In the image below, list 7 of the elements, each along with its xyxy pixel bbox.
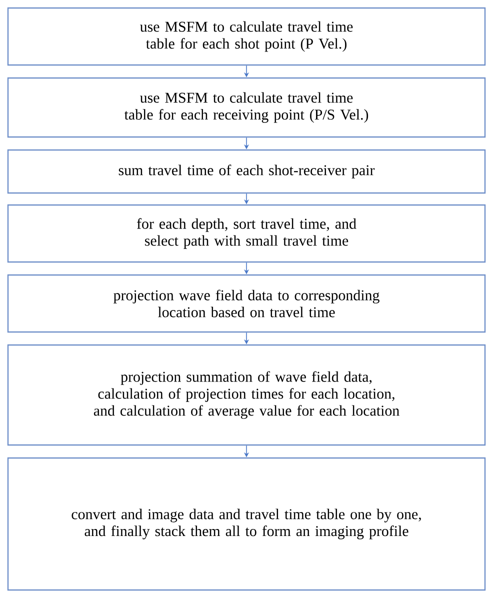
process-box: projection summation of wave field data, calculation of projection times for each location, and calculation of average value for each location xyxy=(7,344,486,446)
process-box: for each depth, sort travel time, and select path with small travel time xyxy=(7,204,486,263)
process-box: use MSFM to calculate travel time table for each shot point (P Vel.) xyxy=(7,7,486,66)
process-box: sum travel time of each shot-receiver pair xyxy=(7,149,486,194)
process-box: use MSFM to calculate travel time table for each receiving point (P/S Vel.) xyxy=(7,77,486,138)
process-box: projection wave field data to corresponding location based on travel time xyxy=(7,274,486,333)
process-box: convert and image data and travel time table one by one, and finally stack them all to form an imaging profile xyxy=(7,457,486,591)
